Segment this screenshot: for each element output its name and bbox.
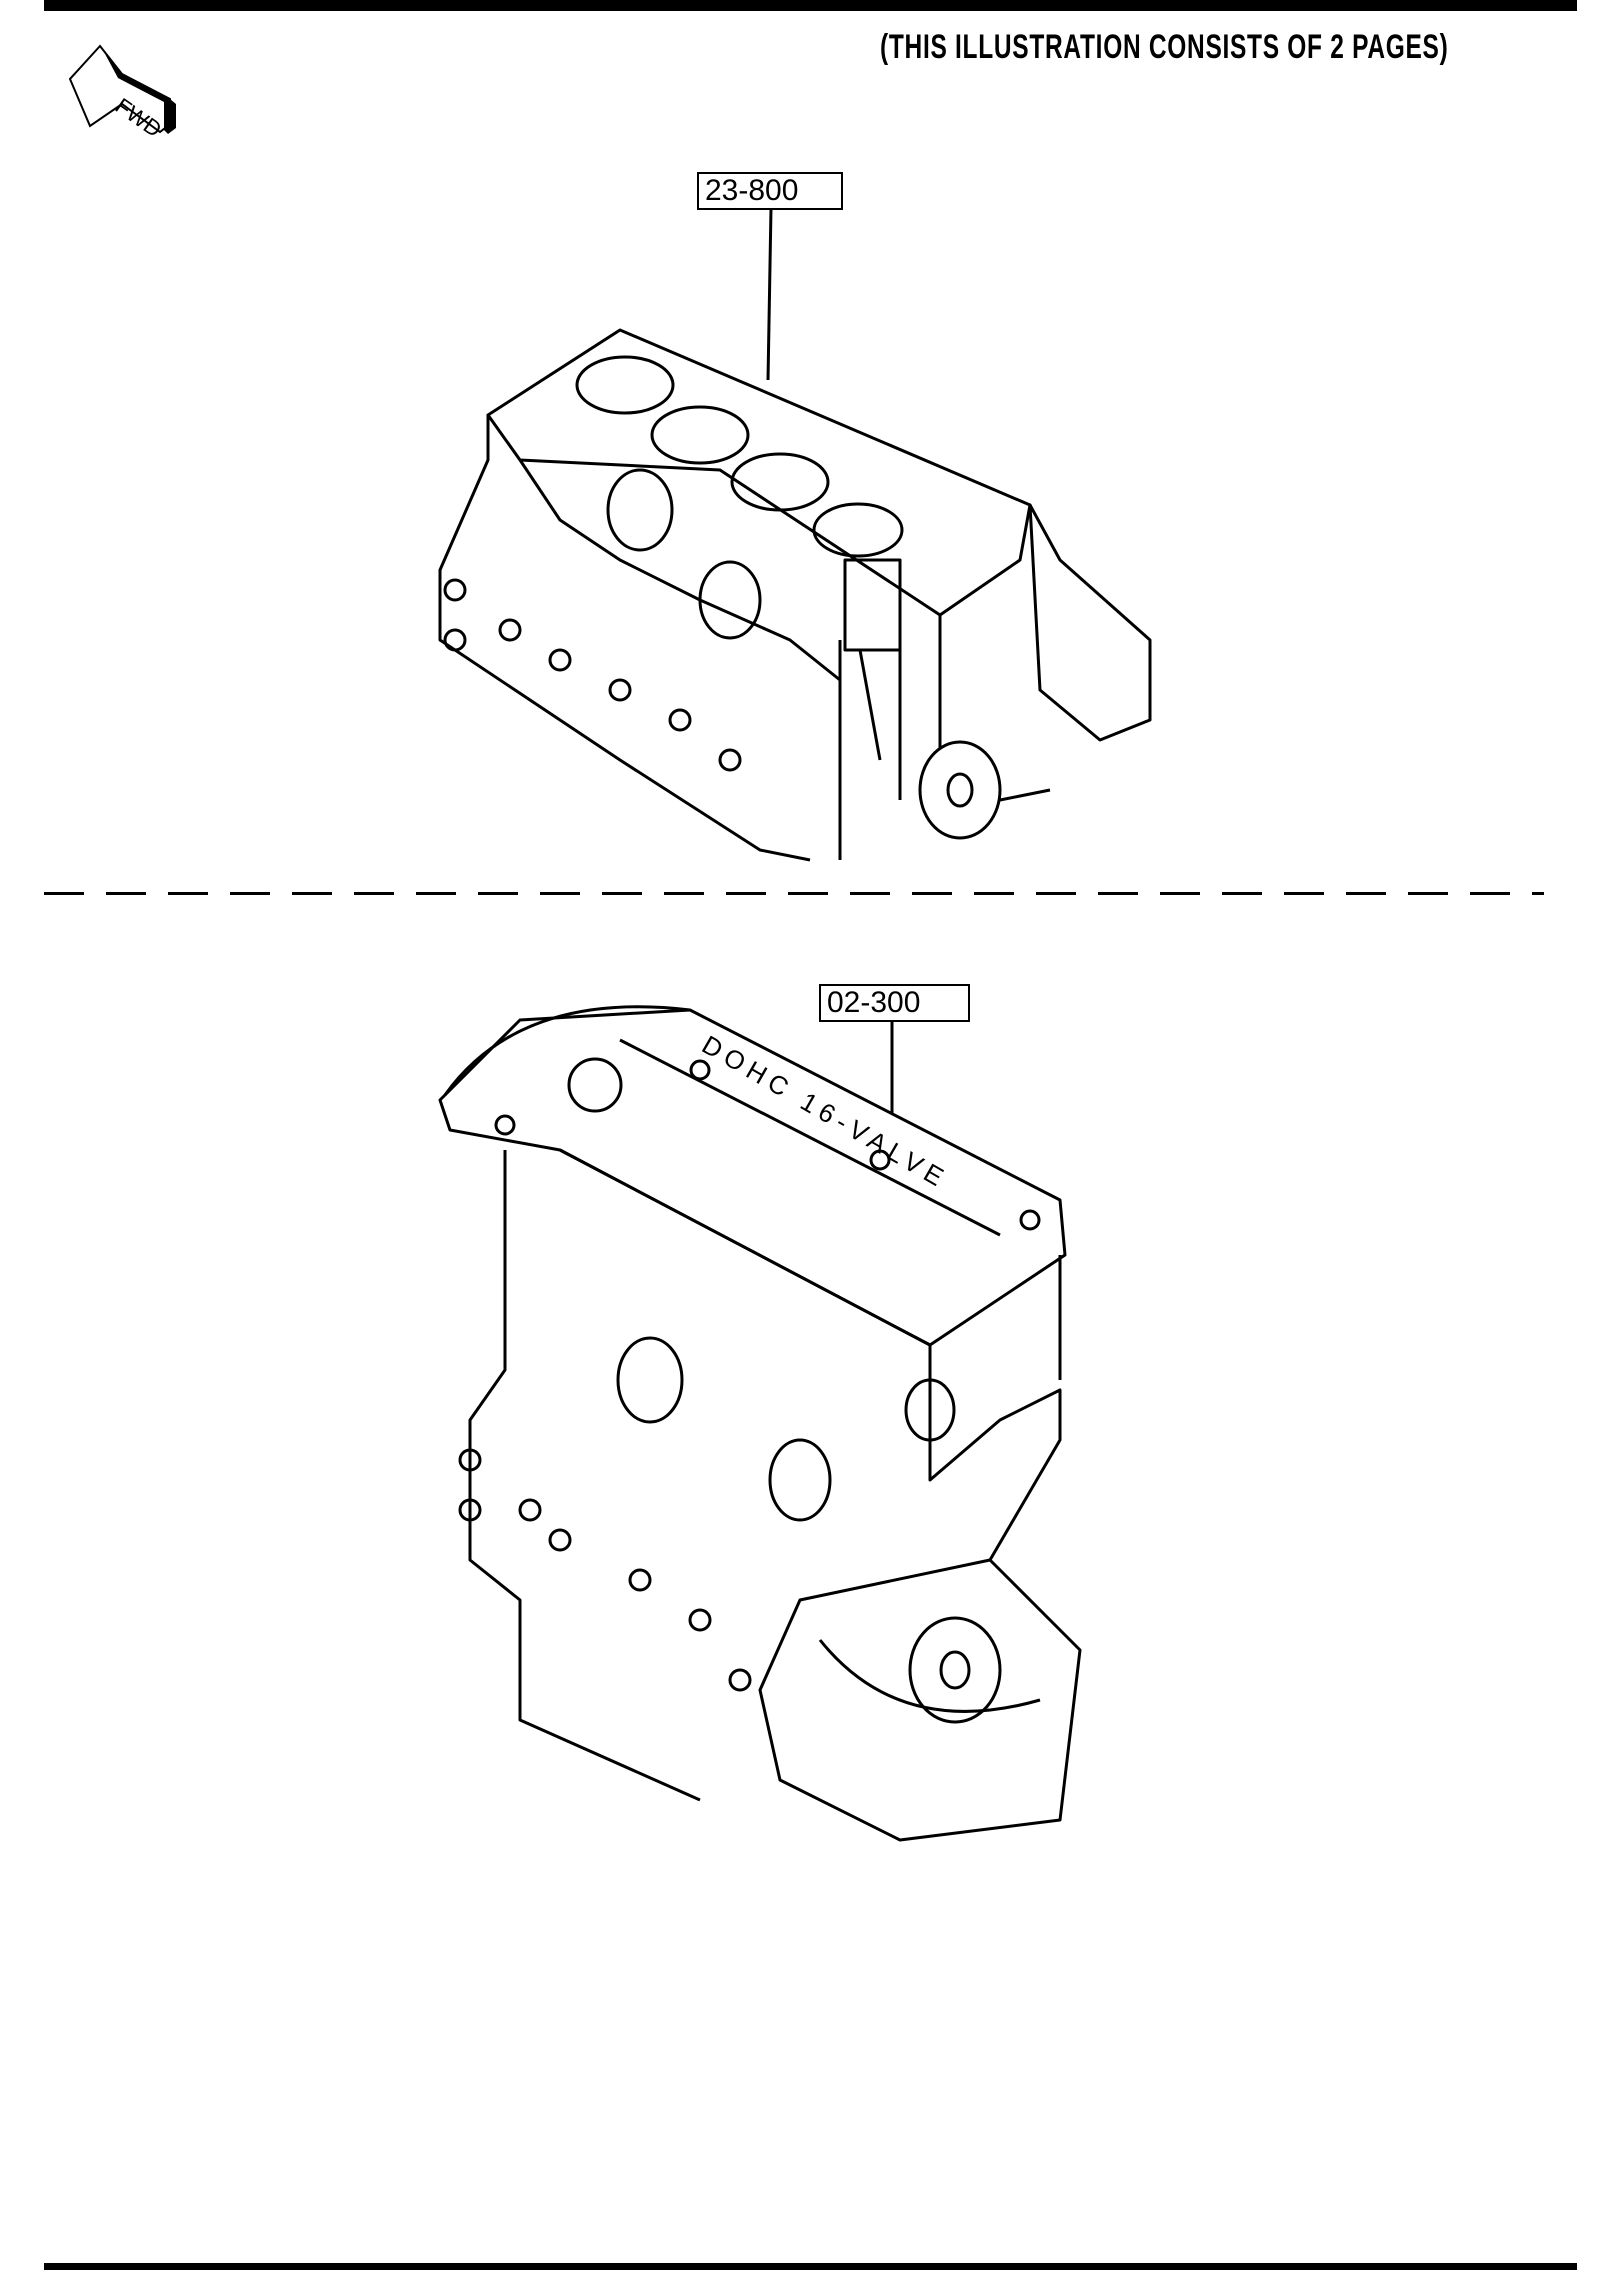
top-border-bar bbox=[44, 0, 1577, 11]
page-section-divider bbox=[44, 892, 1544, 895]
leader-line-1 bbox=[766, 207, 773, 381]
part-callout-02-300[interactable]: 02-300 bbox=[819, 984, 970, 1022]
illustration-page-note: (THIS ILLUSTRATION CONSISTS OF 2 PAGES) bbox=[880, 28, 1449, 66]
bottom-border-bar bbox=[44, 2263, 1577, 2270]
fwd-arrow-icon: FWD bbox=[68, 44, 176, 142]
